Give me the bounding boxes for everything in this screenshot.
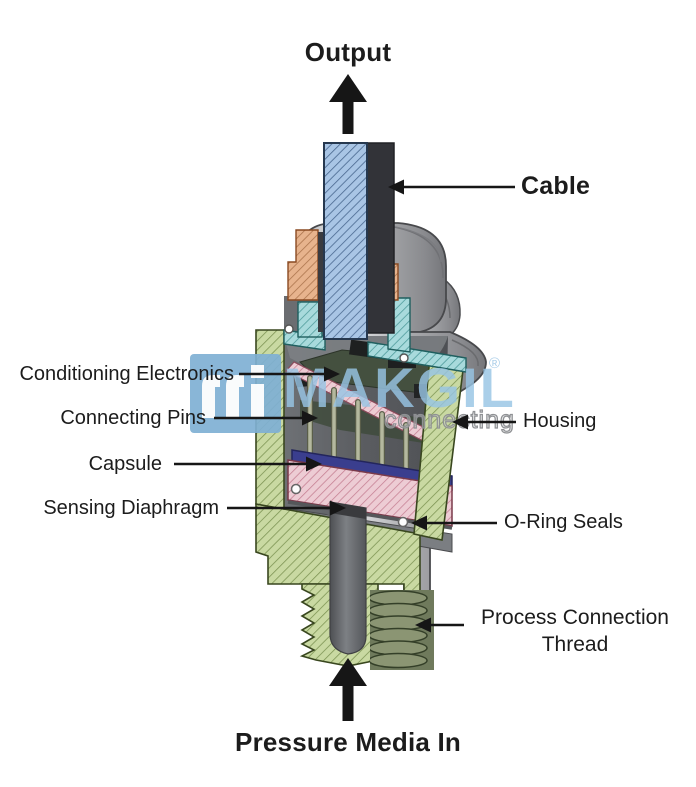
o-ring-right (397, 516, 409, 528)
cable-label: Cable (521, 172, 591, 200)
sensing-diaphragm-label: Sensing Diaphragm (43, 497, 219, 519)
connecting-pins-label: Connecting Pins (60, 407, 206, 429)
conditioning-electronics-leader-arrow (239, 366, 340, 382)
output-label: Output (304, 37, 392, 67)
capsule-label: Capsule (88, 453, 162, 475)
process-thread-leader-arrow (415, 617, 464, 633)
pressure-media-arrow-icon (329, 658, 367, 721)
screw-left (284, 324, 294, 334)
conditioning-electronics-label: Conditioning Electronics (19, 363, 234, 385)
pressure-media-in-label: Pressure Media In (235, 727, 461, 757)
cable-leader-arrow (388, 179, 515, 195)
sensing-diaphragm-leader-arrow (227, 500, 346, 516)
screw-right (399, 353, 409, 363)
process-connection-thread-label: Process Connection Thread (481, 606, 669, 657)
o-ring-seals-label: O-Ring Seals (504, 511, 623, 533)
capsule-leader-arrow (174, 456, 322, 472)
cable-section (318, 142, 395, 340)
housing-label: Housing (523, 410, 597, 432)
o-ring-seals-leader-arrow (411, 515, 497, 531)
connecting-pins-leader-arrow (214, 410, 318, 426)
o-ring-left (290, 483, 302, 495)
output-arrow-icon (329, 74, 367, 134)
process-thread-3d (370, 590, 434, 670)
housing-leader-arrow (452, 414, 516, 430)
